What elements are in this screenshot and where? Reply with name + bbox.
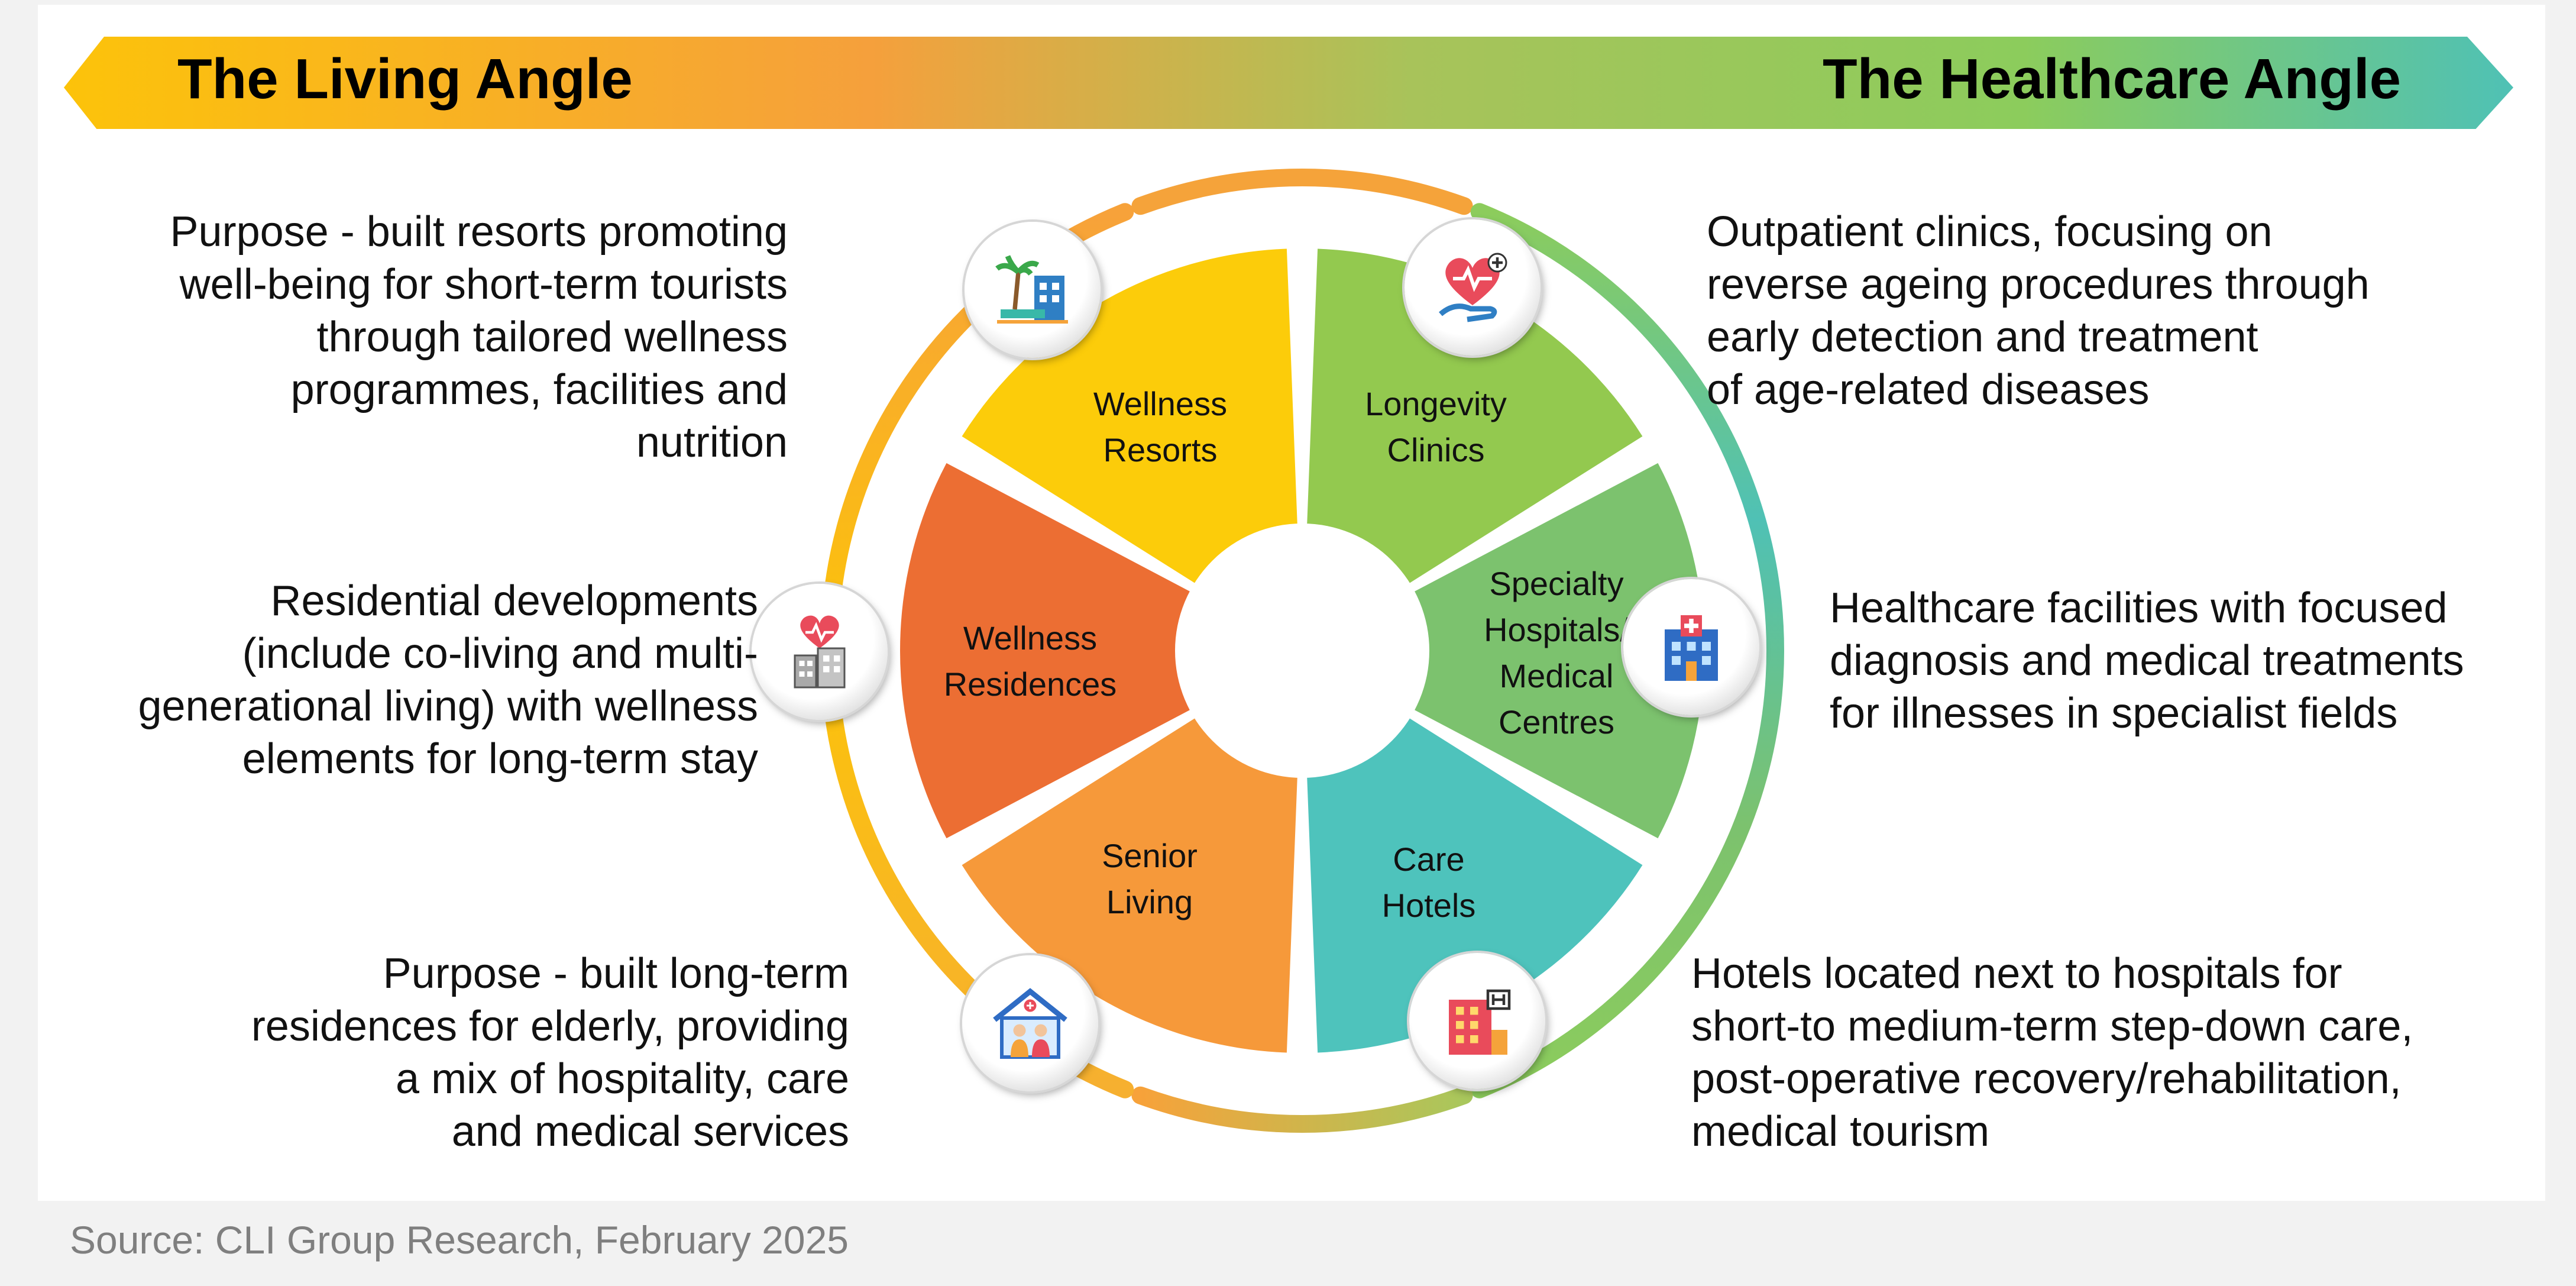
segment-label-specialty-hospitals: Specialty Hospitals/ Medical Centres bbox=[1484, 565, 1629, 741]
ring-arc-right bbox=[1470, 203, 1784, 1098]
segment-label-care-hotels: Care Hotels bbox=[1381, 841, 1476, 924]
segment-wellness-residences bbox=[900, 463, 1193, 839]
hotel-icon bbox=[1409, 953, 1545, 1089]
living-angle-title: The Living Angle bbox=[177, 47, 633, 111]
segment-specialty-hospitals bbox=[1412, 463, 1705, 839]
segment-senior-living bbox=[962, 716, 1297, 1053]
segment-label-wellness-residences: Wellness Residences bbox=[943, 619, 1117, 703]
segment-longevity-clinics bbox=[1307, 248, 1643, 585]
segment-care-hotels bbox=[1307, 716, 1643, 1053]
heart-hand-icon bbox=[1404, 219, 1541, 356]
source-note: Source: CLI Group Research, February 202… bbox=[70, 1218, 849, 1262]
description-care-hotels: Hotels located next to hospitals for sho… bbox=[1691, 950, 2413, 1155]
angle-banner bbox=[64, 37, 2513, 129]
wheel-hub bbox=[1175, 524, 1429, 778]
ring-arc-bottom bbox=[1131, 1086, 1473, 1133]
diagram-panel: The Living Angle The Healthcare Angle bbox=[38, 5, 2545, 1201]
segment-wellness-resorts bbox=[962, 248, 1297, 585]
segment-label-longevity-clinics: Longevity Clinics bbox=[1365, 385, 1507, 468]
residence-heart-icon bbox=[752, 584, 888, 720]
description-longevity-clinics: Outpatient clinics, focusing on reverse … bbox=[1707, 208, 2370, 413]
description-wellness-resorts: Purpose - built resorts promoting well-b… bbox=[170, 208, 788, 466]
description-specialty-hospitals: Healthcare facilities with focused diagn… bbox=[1830, 584, 2464, 737]
senior-home-icon bbox=[962, 955, 1098, 1091]
resort-icon bbox=[965, 222, 1101, 358]
ring-arc-top bbox=[1131, 169, 1473, 215]
description-senior-living: Purpose - built long-term residences for… bbox=[251, 950, 849, 1155]
segment-label-wellness-resorts: Wellness Resorts bbox=[1093, 385, 1228, 468]
hospital-icon bbox=[1623, 579, 1759, 715]
healthcare-angle-title: The Healthcare Angle bbox=[1822, 47, 2401, 111]
wheel-segments bbox=[900, 248, 1705, 1053]
description-wellness-residences: Residential developments (include co-liv… bbox=[138, 577, 758, 783]
segment-label-senior-living: Senior Living bbox=[1102, 837, 1198, 920]
